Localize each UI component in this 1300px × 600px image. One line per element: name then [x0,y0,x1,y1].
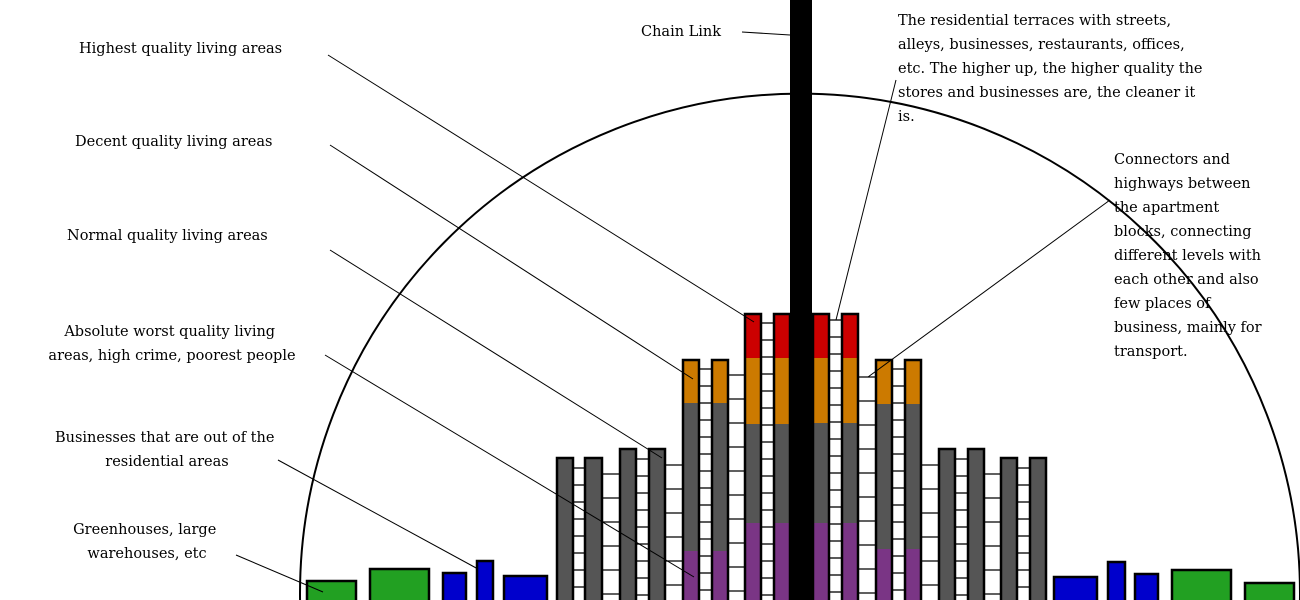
label-businesses: Businesses that are out of the residenti… [55,430,279,470]
leader-normal [329,249,663,459]
tower-section-normal [939,449,955,600]
leader-lines [235,31,1111,593]
tower-section-decent [774,358,790,424]
leader-worst [324,354,695,578]
tower-outline [681,358,701,600]
business-building [1133,572,1160,600]
tower-section-decent [683,360,699,403]
tower-outline [618,447,638,600]
apartment-tower [903,358,923,600]
label-terraces: The residential terraces with streets, a… [898,13,1207,125]
greenhouse-building [368,567,431,600]
label-connectors: Connectors and highways between the apar… [1114,152,1266,360]
leader-chain-link [741,31,791,36]
leader-businesses [277,459,479,570]
apartment-tower [555,456,575,600]
tower-section-normal [557,458,573,600]
leader-terraces [835,79,897,321]
tower-outline [811,312,831,600]
tower-section-worst [774,523,790,600]
apartment-tower [937,447,957,600]
leader-decent [329,144,694,380]
apartment-tower [966,447,986,600]
business-building [475,559,495,600]
label-decent: Decent quality living areas [75,134,272,150]
label-highest: Highest quality living areas [79,41,282,57]
tower-section-worst [813,523,829,600]
tower-section-normal [585,458,602,600]
tower-section-highest [774,314,790,358]
tower-outline [647,447,667,600]
connector-lines [573,319,1030,596]
leader-connectors [867,199,1111,378]
apartment-tower [840,312,860,600]
label-normal: Normal quality living areas [67,228,268,244]
tower-section-decent [712,360,728,403]
tower-section-normal [649,449,665,600]
greenhouse-building [1243,581,1296,600]
tower-outline [710,358,730,600]
business-building [1052,575,1099,600]
business-building [1106,560,1127,600]
leader-greenhouses [235,554,324,593]
tower-section-normal [1030,458,1046,600]
towers [555,312,1048,600]
label-worst: Absolute worst quality living areas, hig… [48,324,295,364]
apartment-tower [999,456,1019,600]
business-building [502,574,549,600]
label-chain-link: Chain Link [641,24,721,40]
tower-section-decent [842,358,858,423]
greenhouse-building [305,579,358,600]
tower-section-normal [813,423,829,523]
tower-section-highest [745,314,761,358]
tower-section-decent [813,358,829,423]
tower-section-normal [620,449,636,600]
tower-section-normal [1001,458,1017,600]
tower-outline [555,456,575,600]
tower-outline [1028,456,1048,600]
tower-section-worst [905,549,921,600]
apartment-tower [647,447,667,600]
tower-outline [840,312,860,600]
tower-outline [903,358,923,600]
tower-section-decent [876,360,892,404]
tower-outline [966,447,986,600]
tower-section-worst [712,551,728,600]
tower-section-normal [774,424,790,523]
tower-outline [874,358,894,600]
tower-outline [999,456,1019,600]
apartment-tower [811,312,831,600]
tower-outline [583,456,604,600]
apartment-tower [681,358,701,600]
tower-section-normal [842,423,858,523]
tower-section-decent [905,360,921,404]
tower-section-worst [876,549,892,600]
tower-section-highest [813,314,829,358]
tower-section-decent [745,358,761,424]
tower-section-normal [905,404,921,549]
tower-outline [743,312,763,600]
chain-link [790,0,812,600]
tower-section-normal [968,449,984,600]
leader-highest [327,54,755,323]
tower-section-normal [712,403,728,551]
tower-outline [937,447,957,600]
tower-section-worst [842,523,858,600]
apartment-tower [710,358,730,600]
apartment-tower [583,456,604,600]
apartment-tower [743,312,763,600]
tower-section-worst [745,523,761,600]
tower-section-highest [842,314,858,358]
apartment-tower [874,358,894,600]
label-greenhouses: Greenhouses, large warehouses, etc [73,522,221,562]
apartment-tower [772,312,792,600]
apartment-tower [618,447,638,600]
tower-section-normal [745,424,761,523]
apartment-tower [1028,456,1048,600]
tower-section-normal [683,403,699,551]
business-building [441,571,468,600]
tower-section-normal [876,404,892,549]
ground-buildings [305,559,1296,600]
greenhouse-building [1170,568,1233,600]
